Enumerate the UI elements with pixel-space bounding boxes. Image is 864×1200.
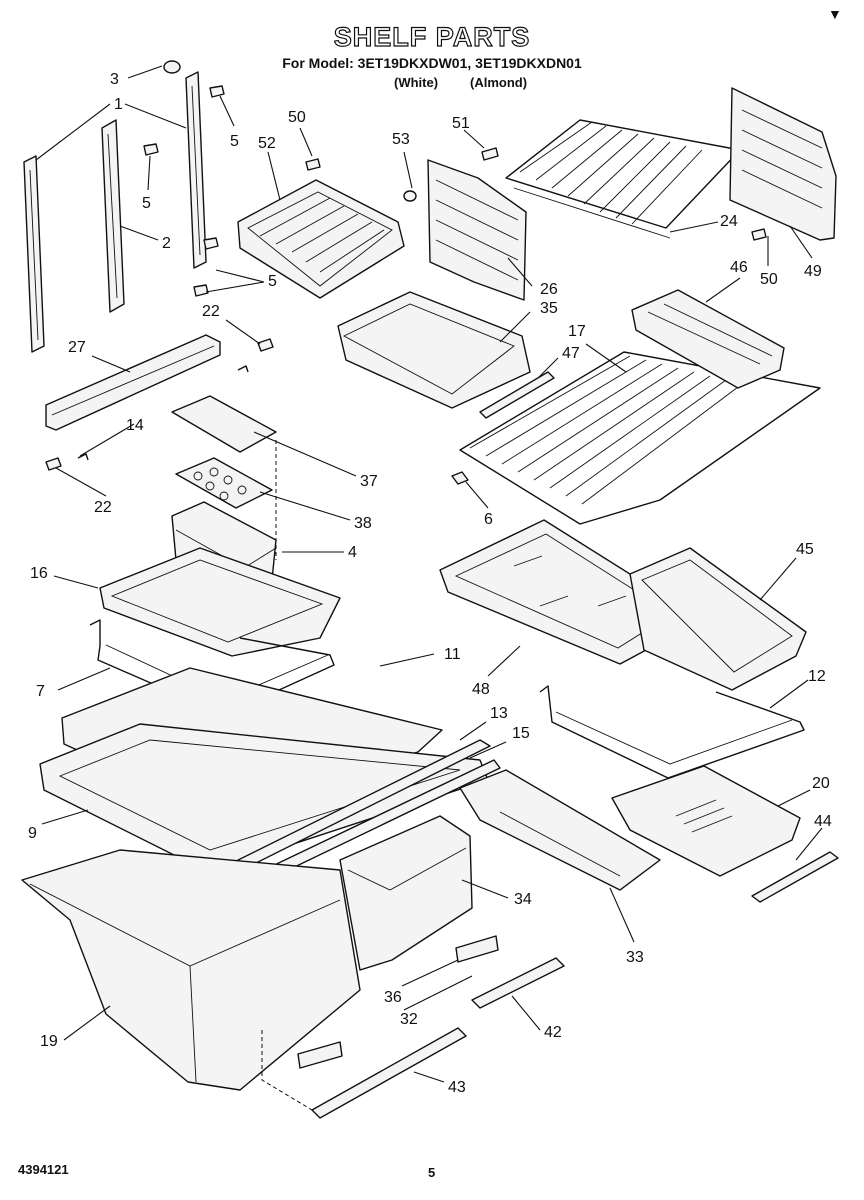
callout-16: 16 (30, 565, 48, 582)
callout-46: 46 (730, 259, 748, 276)
callout-53: 53 (392, 131, 410, 148)
callout-12: 12 (808, 668, 826, 685)
callout-22-bottom: 22 (94, 499, 112, 516)
part-16-glass-shelf (99, 547, 341, 657)
callout-43: 43 (448, 1079, 466, 1096)
part-45-glass-shelf (629, 547, 807, 691)
callout-45: 45 (796, 541, 814, 558)
callout-34: 34 (514, 891, 532, 908)
callout-20: 20 (812, 775, 830, 792)
part-1-left-rail (23, 155, 45, 353)
part-38-egg-tray (175, 457, 273, 509)
callout-5-top: 5 (230, 133, 239, 150)
callout-1: 1 (114, 96, 123, 113)
callout-33: 33 (626, 949, 644, 966)
leader-lines (35, 65, 823, 1083)
callout-14: 14 (126, 417, 144, 434)
callout-36: 36 (384, 989, 402, 1006)
screws-5 (143, 85, 225, 297)
part-51-screw (481, 147, 499, 161)
part-46-ice-tray (631, 289, 785, 389)
page-corner-mark: ▼ (828, 6, 842, 22)
part-36-label (297, 935, 499, 1069)
part-1-right-rail (185, 71, 207, 269)
callout-32: 32 (400, 1011, 418, 1028)
part-2-shelf-support-rail (101, 119, 125, 313)
callout-17: 17 (568, 323, 586, 340)
callout-42: 42 (544, 1024, 562, 1041)
callout-50-top: 50 (288, 109, 306, 126)
part-35-meat-pan (337, 291, 531, 409)
variant-almond-label: (Almond) (470, 75, 528, 90)
callout-22-top: 22 (202, 303, 220, 320)
callout-3: 3 (110, 71, 119, 88)
part-26-shelf-bracket (427, 159, 527, 301)
callout-19: 19 (40, 1033, 58, 1050)
callout-49: 49 (804, 263, 822, 280)
callout-38: 38 (354, 515, 372, 532)
part-12-shelf-frame (539, 685, 805, 779)
part-34-crisper-drawer (339, 815, 473, 971)
callout-6: 6 (484, 511, 493, 528)
part-44-rail (751, 851, 839, 903)
callout-2: 2 (162, 235, 171, 252)
variant-white-label: (White) (394, 75, 439, 90)
part-33-drawer-slide (459, 769, 661, 891)
callout-48: 48 (472, 681, 490, 698)
callout-4: 4 (348, 544, 357, 561)
callout-11: 11 (444, 646, 461, 663)
page-number: 5 (428, 1165, 436, 1180)
callout-9: 9 (28, 825, 37, 842)
part-14-clip (77, 365, 249, 461)
part-52-wire-basket (237, 179, 405, 299)
callout-52: 52 (258, 135, 276, 152)
callout-47: 47 (562, 345, 580, 362)
part-47-rail (479, 371, 555, 419)
callout-44: 44 (814, 813, 832, 830)
callout-27: 27 (68, 339, 86, 356)
callout-13: 13 (490, 705, 508, 722)
callout-15: 15 (512, 725, 530, 742)
part-24-wire-shelf (505, 119, 741, 239)
part-22-screws (45, 338, 274, 471)
part-53-washer (403, 190, 417, 202)
callout-5-left: 5 (142, 195, 151, 212)
part-42-handle (471, 957, 565, 1009)
callout-7: 7 (36, 683, 45, 700)
part-43-handle (311, 1027, 467, 1119)
callout-50-right: 50 (760, 271, 778, 288)
page-title: SHELF PARTS (333, 21, 531, 52)
part-3-cap (163, 60, 181, 74)
assembly-guide-line-2 (261, 1030, 313, 1111)
part-37-dairy-door (171, 395, 277, 453)
callout-5-bottom: 5 (268, 273, 277, 290)
document-number: 4394121 (18, 1162, 69, 1177)
part-49-bracket (729, 87, 837, 241)
part-50-screw (305, 158, 767, 241)
callout-24: 24 (720, 213, 738, 230)
model-subtitle: For Model: 3ET19DKXDW01, 3ET19DKXDN01 (282, 55, 582, 71)
callout-35: 35 (540, 300, 558, 317)
callout-37: 37 (360, 473, 378, 490)
callout-51: 51 (452, 115, 470, 132)
part-17-wire-shelf (459, 351, 821, 525)
part-20-drawer (611, 765, 801, 877)
part-6-stop (451, 471, 469, 485)
part-27-shelf-front-trim (45, 334, 221, 431)
part-19-crisper-drawer (21, 849, 361, 1091)
callout-26: 26 (540, 281, 558, 298)
